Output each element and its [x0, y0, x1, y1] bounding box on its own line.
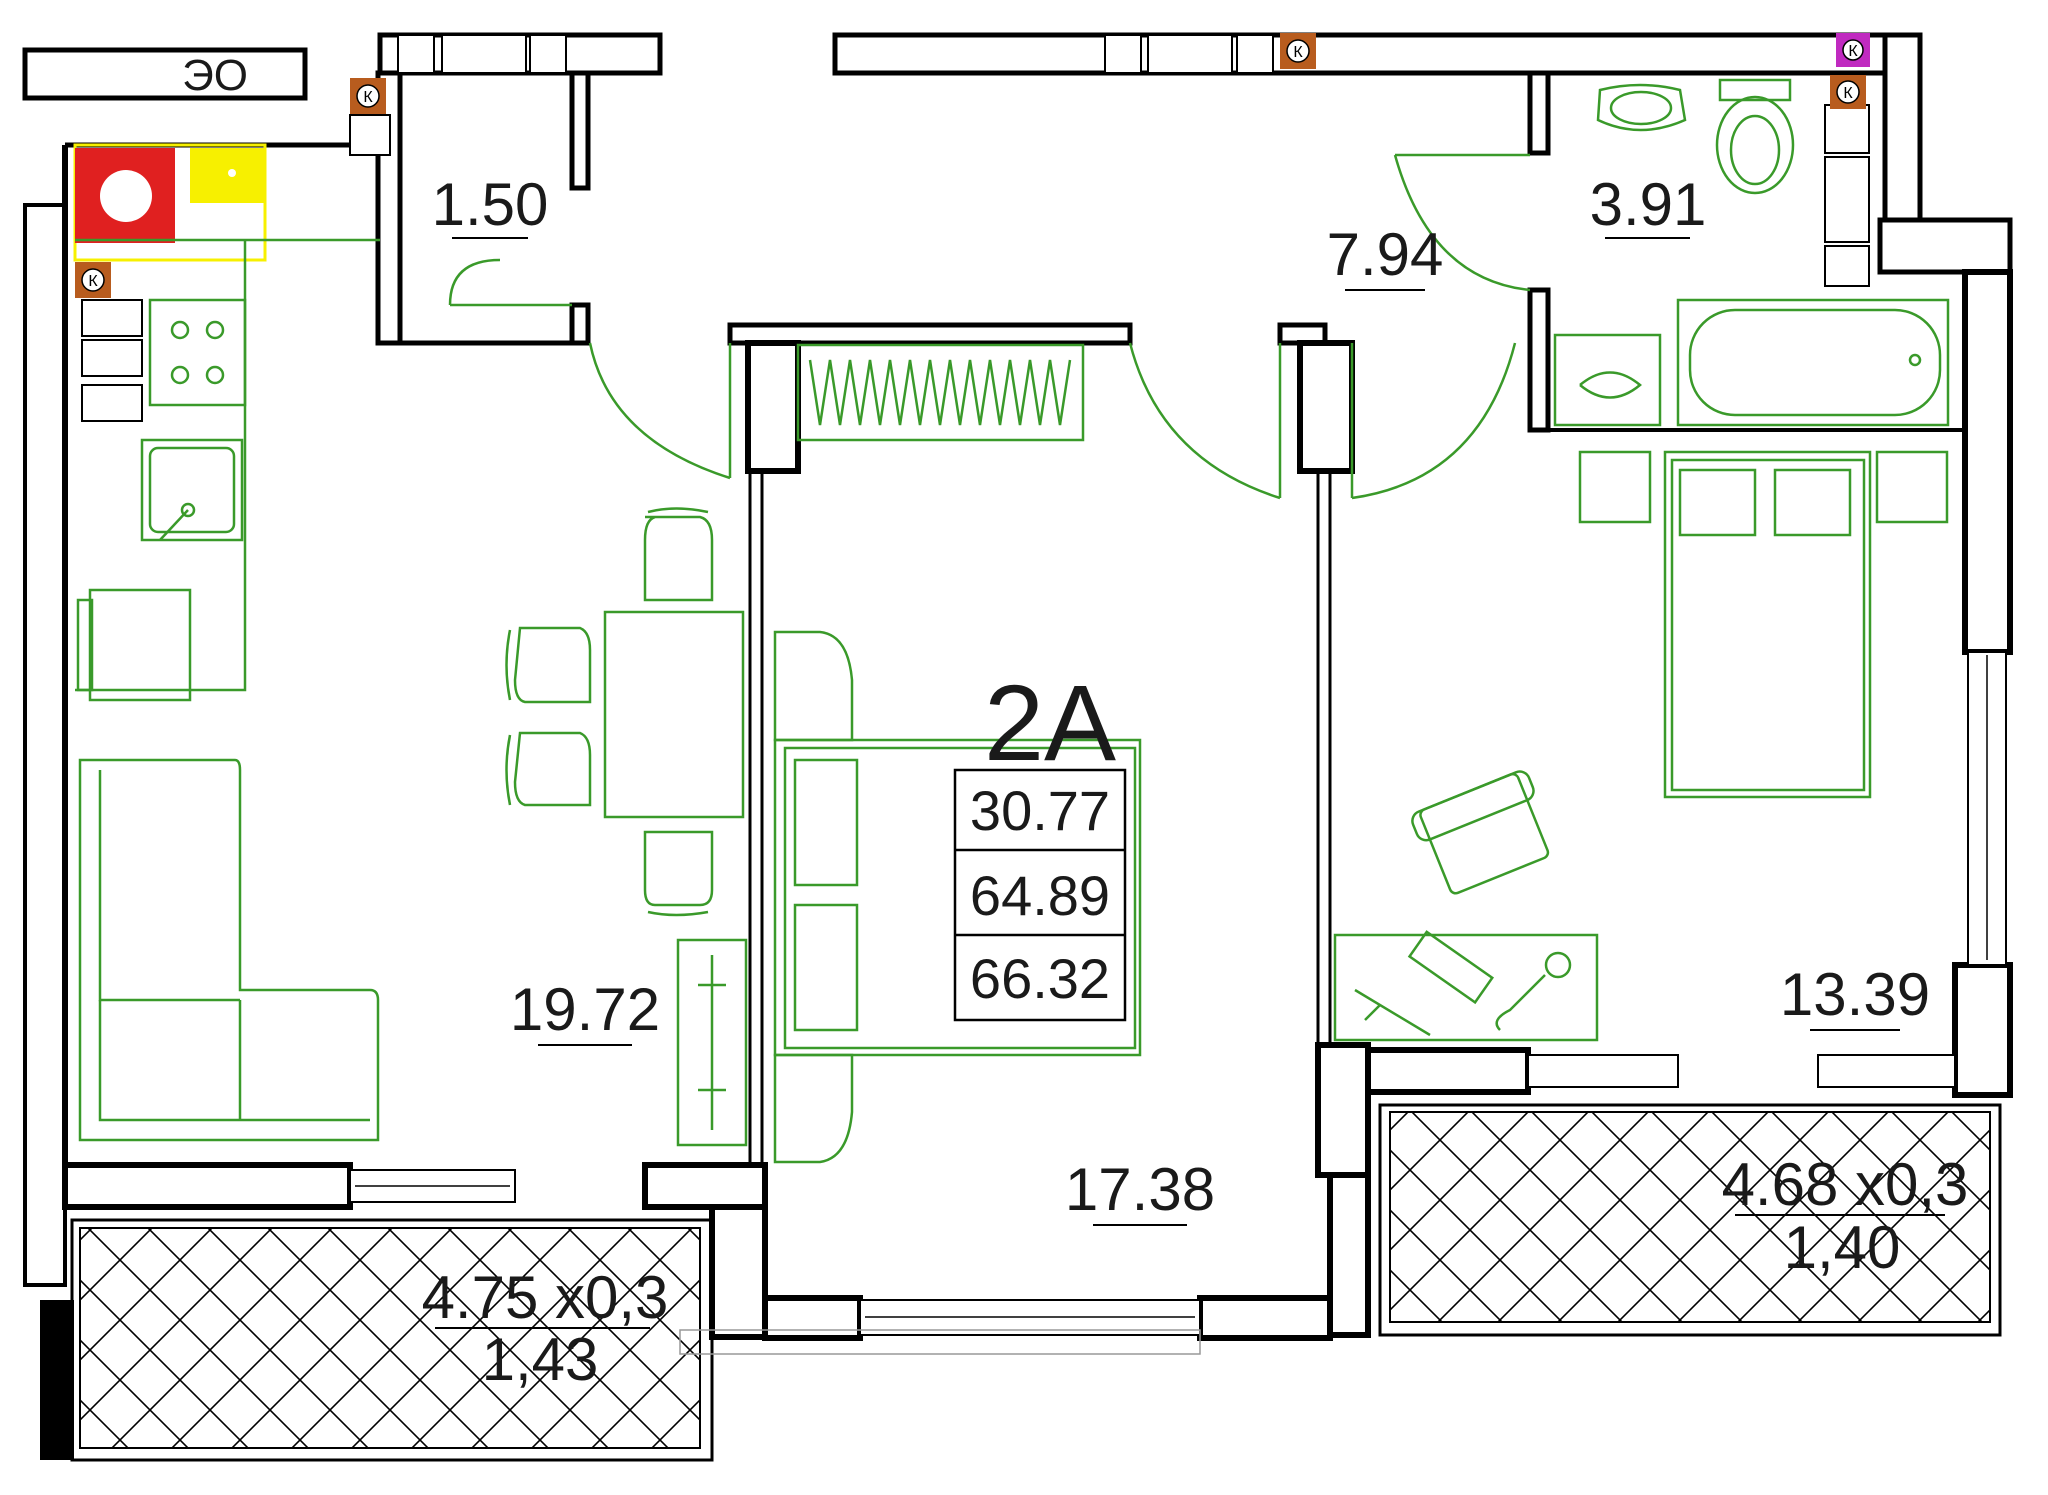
balcony-left-area: 1,43	[482, 1326, 599, 1393]
room-area-kitchen-living: 19.72	[510, 976, 660, 1043]
room-area-bathroom: 3.91	[1590, 171, 1707, 238]
riser-label-1: К	[363, 89, 373, 106]
living-area: 30.77	[970, 779, 1110, 842]
balcony-left-dims: 4.75 x0,3	[422, 1264, 669, 1331]
furniture	[75, 78, 1950, 1164]
room-area-wc: 1.50	[432, 171, 549, 238]
room-area-bedroom-right: 13.39	[1780, 961, 1930, 1028]
riser-markers: К К К К К	[75, 33, 1870, 298]
door-swings	[448, 153, 1531, 500]
total-area-with-balcony: 66.32	[970, 947, 1110, 1010]
riser-label-5: К	[88, 273, 98, 290]
riser-label-4: К	[1843, 85, 1853, 102]
boiler	[73, 143, 267, 262]
ventilation-label: ЭО	[182, 51, 248, 100]
balcony-right	[1378, 1103, 2002, 1337]
room-area-hallway: 7.94	[1327, 221, 1444, 288]
windows	[349, 651, 2007, 1355]
balcony-right-dims: 4.68 x0,3	[1722, 1151, 1969, 1218]
balcony-left	[40, 1218, 714, 1462]
riser-label-2: К	[1293, 44, 1303, 61]
riser-label-3: К	[1848, 43, 1858, 60]
total-area: 64.89	[970, 864, 1110, 927]
area-summary-table: 30.77 64.89 66.32	[953, 768, 1127, 1022]
apartment-id: 2A	[984, 662, 1116, 783]
room-area-bedroom-center: 17.38	[1065, 1156, 1215, 1223]
vent-blocks	[81, 34, 1870, 422]
balcony-right-area: 1,40	[1784, 1214, 1901, 1281]
